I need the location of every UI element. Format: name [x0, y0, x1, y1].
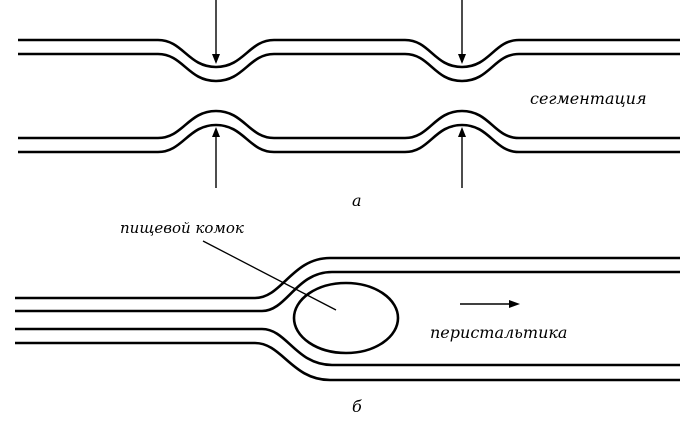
segmentation-label: сегментация	[530, 89, 647, 108]
down-arrow-left	[212, 0, 220, 64]
food-bolus	[292, 281, 400, 355]
food-bolus-leader-line	[202, 240, 337, 311]
panel-a-force-arrows	[212, 0, 466, 188]
panel-a-segmentation	[18, 38, 680, 154]
lower-wall-inner-line	[18, 109, 680, 140]
food-bolus-label: пищевой комок	[120, 219, 244, 237]
peristalsis-label: перистальтика	[430, 323, 567, 342]
up-arrow-right	[458, 127, 466, 188]
panel-b-caption: б	[352, 397, 362, 416]
direction-arrow	[460, 300, 520, 308]
panel-b-peristalsis	[15, 256, 680, 382]
upper-wall-outer-line	[18, 38, 680, 69]
upper-wall-outer-line-b	[15, 256, 680, 300]
upper-wall-inner-line	[18, 52, 680, 83]
lower-wall-outer-line	[18, 123, 680, 154]
panel-a-caption: а	[352, 191, 362, 210]
lower-wall-outer-line-b	[15, 341, 680, 382]
lower-wall-inner-line-b	[15, 327, 680, 367]
down-arrow-right	[458, 0, 466, 64]
up-arrow-left	[212, 127, 220, 188]
upper-wall-inner-line-b	[15, 270, 680, 313]
